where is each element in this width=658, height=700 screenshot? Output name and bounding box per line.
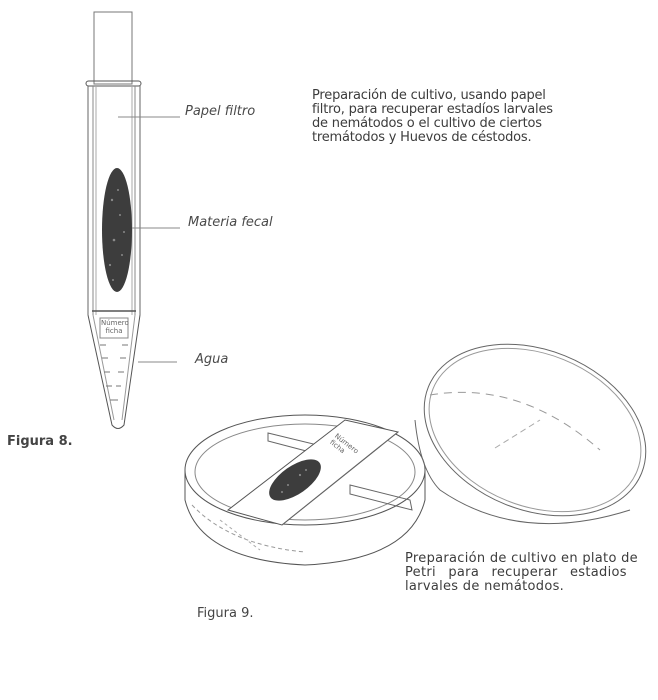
caption-line: larvales de nemátodos. xyxy=(405,579,565,594)
figure8-title: Figura 8. xyxy=(7,434,73,449)
caption-line: de nemátodos o el cultivo de ciertos xyxy=(312,116,542,131)
tube-tag-line1: Número xyxy=(101,319,129,327)
figure8-caption: Preparación de cultivo, usando papel fil… xyxy=(312,89,612,145)
figure9-caption: Preparación de cultivo en plato de Petri… xyxy=(405,552,649,594)
figure9-title: Figura 9. xyxy=(197,606,254,621)
tube-tag-line2: ficha xyxy=(105,327,123,335)
caption-line: tremátodos y Huevos de céstodos. xyxy=(312,130,532,145)
tube-tag: Número ficha xyxy=(101,319,129,335)
caption-line: filtro, para recuperar estadíos larvales xyxy=(312,102,553,117)
caption-line: Preparación de cultivo, usando papel xyxy=(312,88,546,103)
caption-line: Preparación de cultivo en plato de xyxy=(405,551,638,566)
test-tube-illustration xyxy=(85,11,180,429)
petri-dish-illustration xyxy=(184,343,647,566)
fecal-matter-slide xyxy=(269,459,321,501)
caption-line: Petri para recuperar estadios xyxy=(405,565,627,580)
fecal-matter-tube xyxy=(102,168,132,292)
label-materia-fecal: Materia fecal xyxy=(188,215,273,230)
label-agua: Agua xyxy=(195,352,229,367)
label-papel-filtro: Papel filtro xyxy=(185,104,256,119)
